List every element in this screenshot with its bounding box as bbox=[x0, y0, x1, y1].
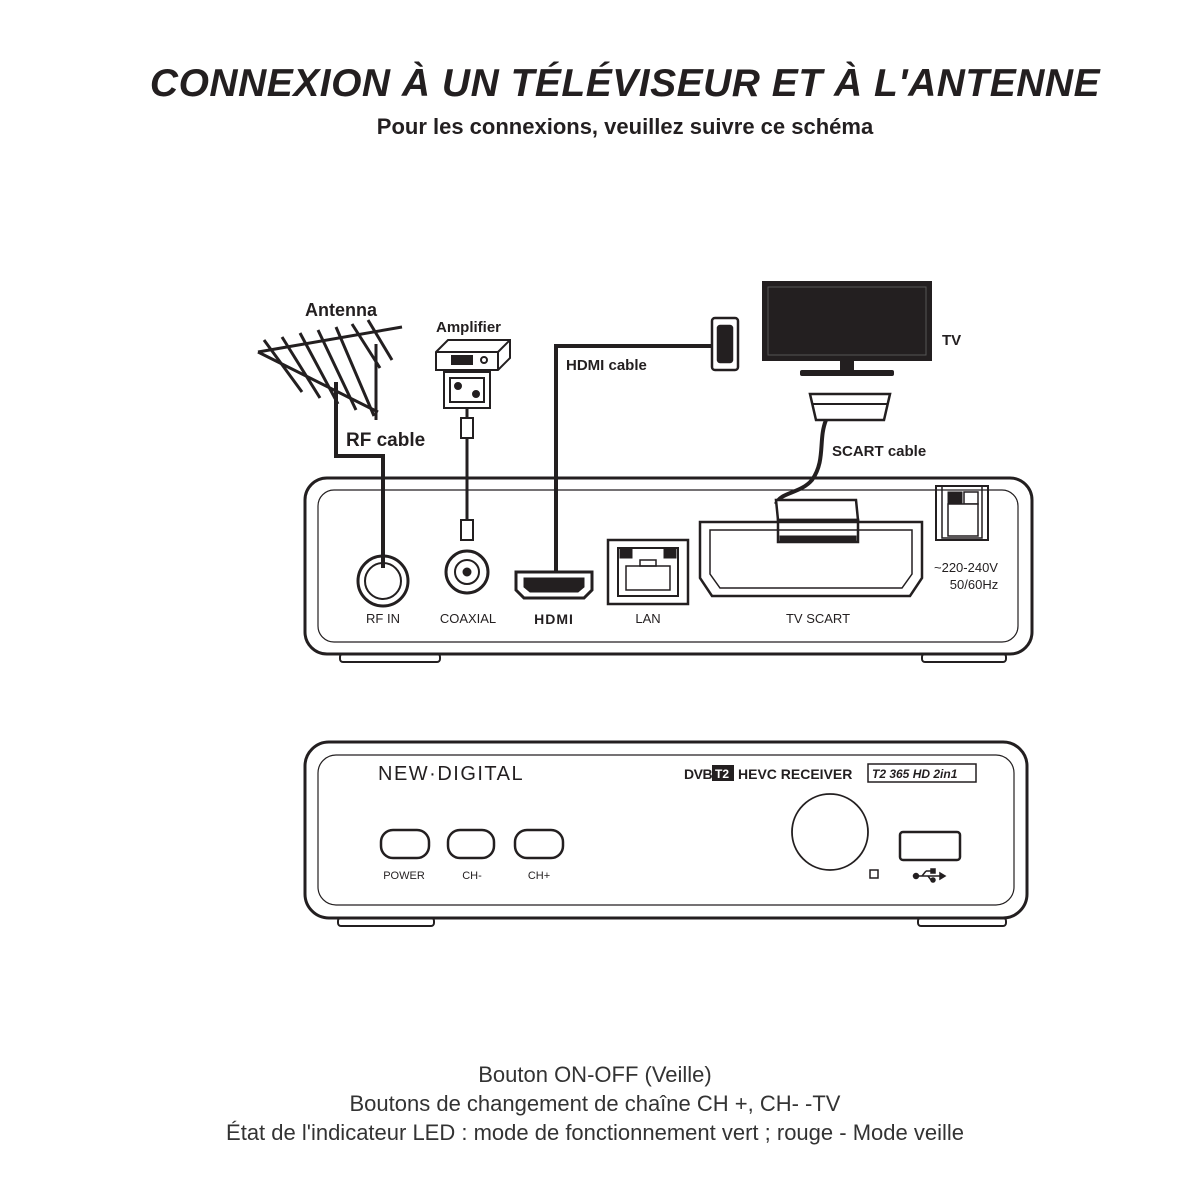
footer-notes: Bouton ON-OFF (Veille) Boutons de change… bbox=[0, 1060, 1190, 1147]
amplifier-icon bbox=[435, 339, 511, 409]
power-frequency-label: 50/60Hz bbox=[950, 577, 998, 592]
power-voltage-label: ~220-240V bbox=[934, 560, 998, 575]
footer-line-3: État de l'indicateur LED : mode de fonct… bbox=[226, 1120, 964, 1145]
hevc-receiver-text: HEVC RECEIVER bbox=[738, 766, 852, 782]
tv-label: TV bbox=[942, 332, 961, 349]
amplifier-label: Amplifier bbox=[436, 319, 501, 336]
hdmi-cable bbox=[554, 344, 712, 572]
hdmi-plug-icon bbox=[710, 316, 740, 372]
usb-port[interactable] bbox=[898, 830, 962, 862]
ch-plus-button[interactable] bbox=[513, 828, 565, 860]
led-indicator-icon bbox=[869, 869, 879, 879]
scart-cable bbox=[774, 392, 892, 544]
antenna-label: Antenna bbox=[305, 300, 378, 320]
usb-icon bbox=[912, 868, 947, 883]
tv-scart-label: TV SCART bbox=[786, 611, 850, 626]
model-badge: T2 365 HD 2in1 bbox=[872, 767, 958, 781]
receiver-back-panel bbox=[303, 476, 1034, 663]
tv-icon bbox=[762, 281, 932, 376]
t2-logo: T2 bbox=[715, 767, 729, 781]
antenna-icon bbox=[257, 319, 403, 452]
lan-port bbox=[606, 538, 690, 606]
page-title: CONNEXION À UN TÉLÉVISEUR ET À L'ANTENNE bbox=[149, 62, 1101, 105]
power-cord-icon bbox=[935, 485, 989, 541]
coaxial-label: COAXIAL bbox=[440, 611, 496, 626]
rf-in-label: RF IN bbox=[366, 611, 400, 626]
power-button[interactable] bbox=[379, 828, 431, 860]
lan-label: LAN bbox=[635, 611, 660, 626]
power-button-label: POWER bbox=[383, 870, 425, 882]
dvb-logo: DVB bbox=[684, 766, 712, 782]
ch-minus-button[interactable] bbox=[446, 828, 496, 860]
rf-in-port bbox=[356, 554, 410, 608]
ch-minus-label: CH- bbox=[462, 870, 482, 882]
coaxial-cable bbox=[460, 408, 474, 541]
footer-line-1: Bouton ON-OFF (Veille) bbox=[478, 1062, 712, 1087]
tv-scart-port bbox=[698, 520, 924, 598]
page-subtitle: Pour les connexions, veuillez suivre ce … bbox=[376, 114, 874, 139]
hdmi-port bbox=[514, 570, 594, 600]
coaxial-port bbox=[444, 549, 490, 595]
hdmi-cable-label: HDMI cable bbox=[566, 357, 647, 374]
scart-cable-label: SCART cable bbox=[832, 443, 926, 460]
ch-plus-label: CH+ bbox=[528, 870, 550, 882]
ir-sensor-window bbox=[791, 793, 869, 871]
footer-line-2: Boutons de changement de chaîne CH +, CH… bbox=[349, 1091, 841, 1116]
model-label: DVB T2 HEVC RECEIVER T2 365 HD 2in1 bbox=[684, 763, 977, 783]
rf-cable-label: RF cable bbox=[346, 430, 425, 451]
brand-logo: NEW·DIGITAL bbox=[378, 763, 524, 785]
hdmi-port-label: HDMI bbox=[534, 611, 574, 627]
rf-cable bbox=[334, 452, 385, 568]
receiver-front-panel bbox=[303, 740, 1029, 927]
